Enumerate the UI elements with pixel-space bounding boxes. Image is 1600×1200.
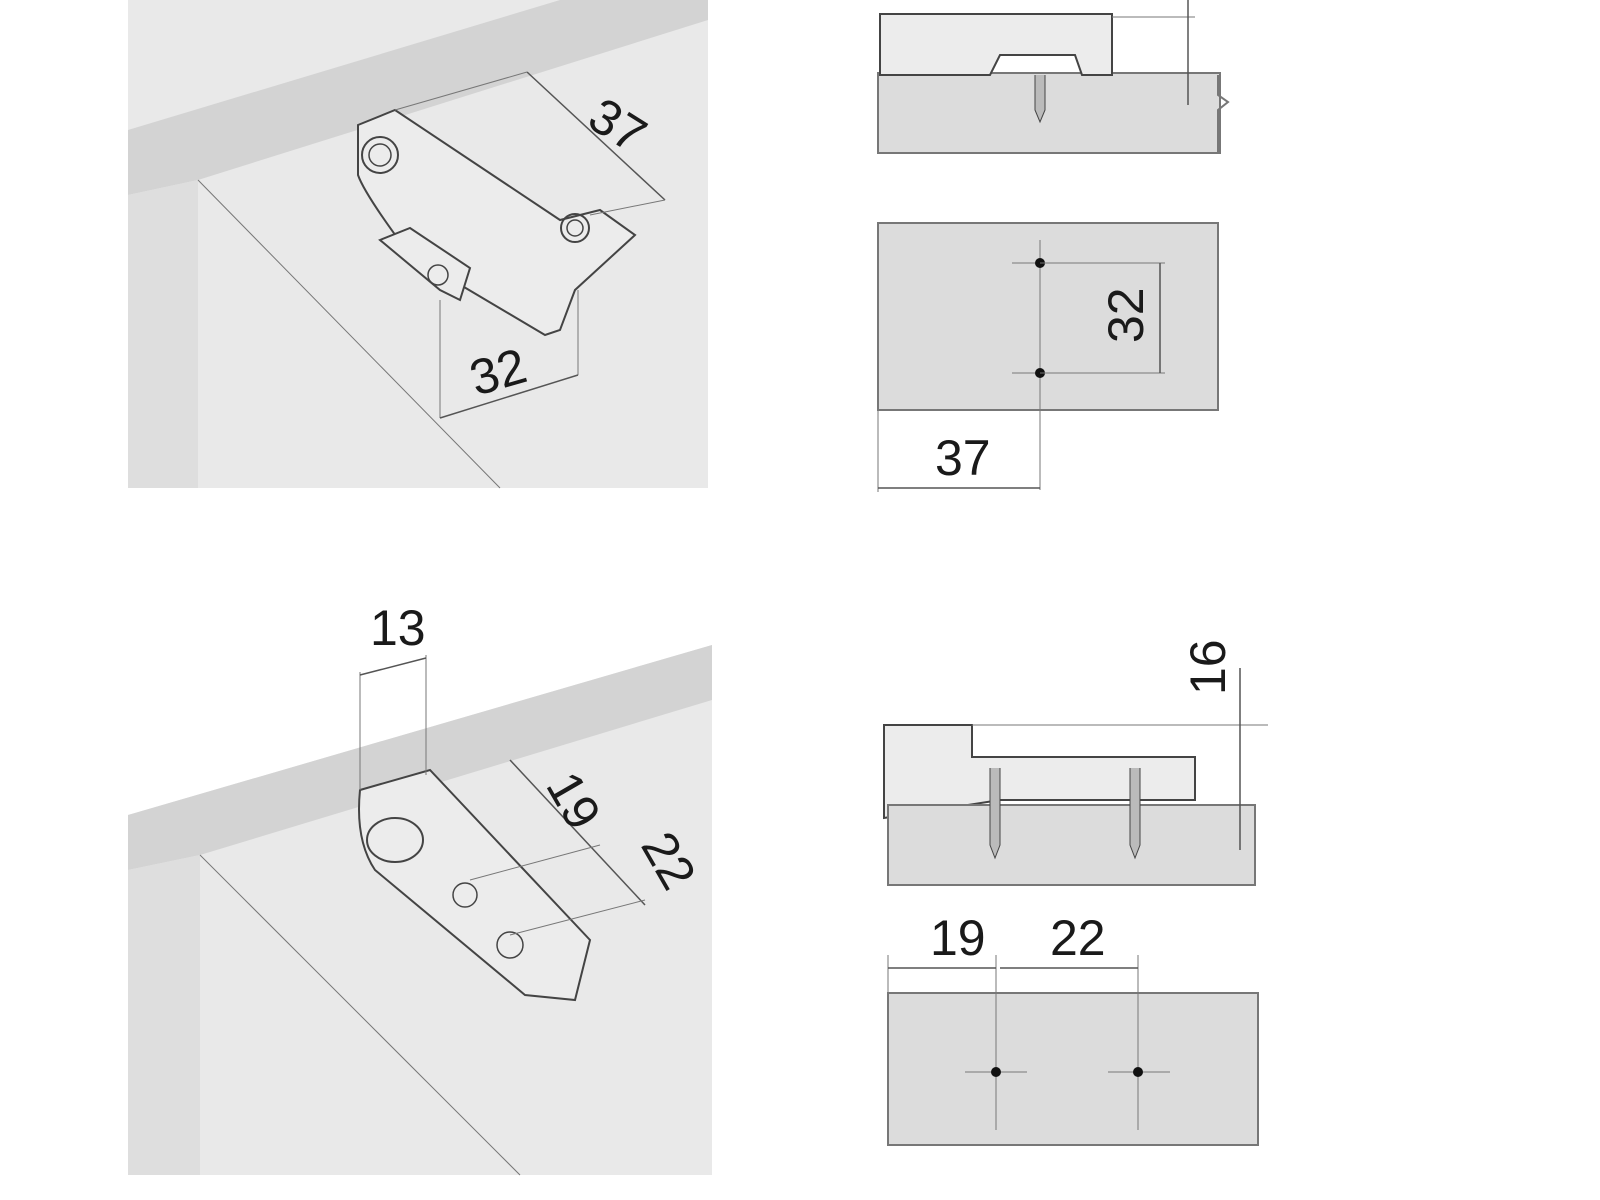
cabinet-side-panel xyxy=(128,180,198,488)
dim-thickness-label: 16 xyxy=(1180,639,1236,695)
screw-icon xyxy=(989,768,1001,860)
bottom-side-view: 16 xyxy=(883,639,1268,886)
top-side-view xyxy=(877,0,1230,154)
dim-second-label: 22 xyxy=(1050,910,1106,966)
top-front-view: 32 37 xyxy=(877,222,1219,492)
board xyxy=(877,72,1221,154)
cabinet-top-edge xyxy=(128,645,712,870)
screw-icon xyxy=(1129,768,1141,860)
dim-spacing-label: 32 xyxy=(1098,287,1154,343)
dim-edge-label: 37 xyxy=(935,430,991,486)
board xyxy=(887,804,1256,886)
catch-iso xyxy=(358,768,592,1002)
board-front xyxy=(877,222,1219,411)
screw-icon xyxy=(1034,75,1046,124)
board-front xyxy=(887,992,1259,1146)
bottom-front-view: 19 22 xyxy=(887,910,1259,1146)
drill-hole xyxy=(1133,1067,1143,1077)
bracket-iso xyxy=(357,108,637,337)
dim-width-label: 13 xyxy=(370,600,426,656)
top-iso-view: 37 32 xyxy=(128,0,708,489)
bottom-iso-view: 13 19 22 xyxy=(128,600,712,1176)
drill-hole xyxy=(991,1067,1001,1077)
bracket-side xyxy=(879,13,1113,76)
cabinet-top-edge xyxy=(128,0,708,195)
dim-first-label: 19 xyxy=(930,910,986,966)
cabinet-side-panel xyxy=(128,855,200,1175)
